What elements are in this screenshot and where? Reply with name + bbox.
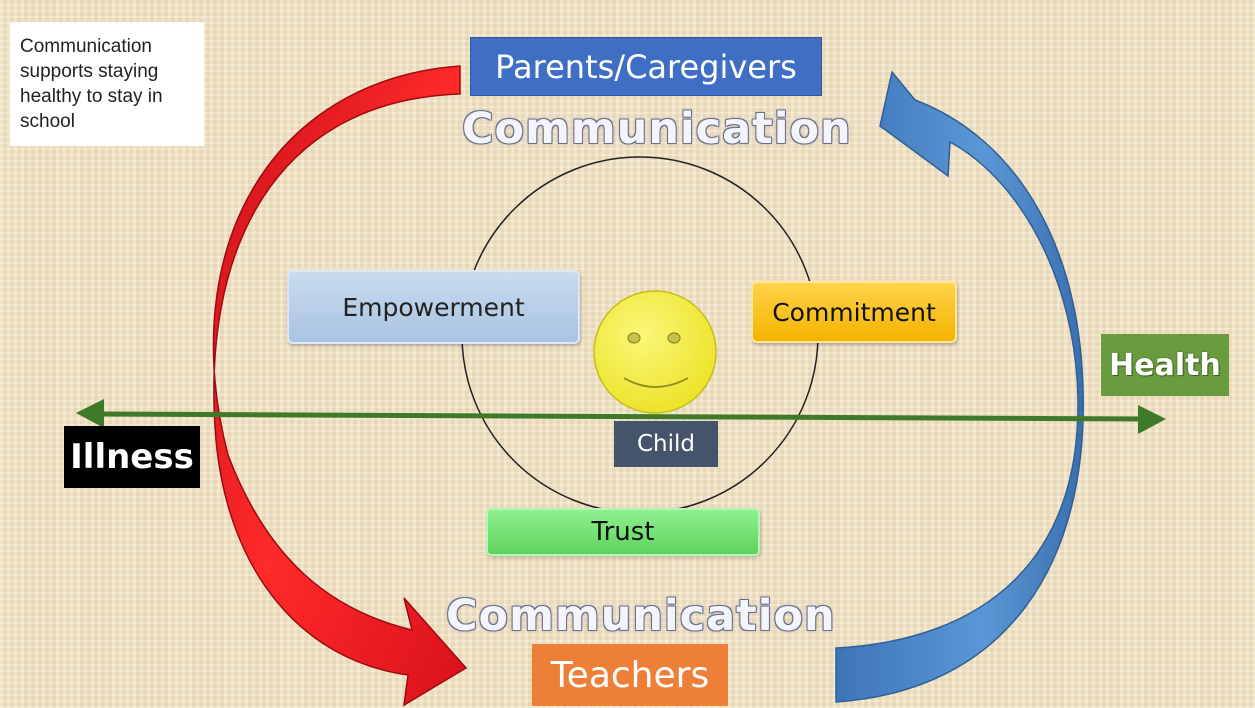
note-line: supports staying bbox=[20, 61, 159, 82]
illness-label: Illness bbox=[64, 426, 200, 488]
double-headed-arrow-icon bbox=[76, 399, 1166, 434]
note-line: healthy to stay in bbox=[20, 86, 163, 107]
teachers-label: Teachers bbox=[532, 644, 728, 706]
red-curved-arrow-icon bbox=[212, 65, 468, 707]
child-label: Child bbox=[614, 421, 718, 467]
note-box: Communication supports staying healthy t… bbox=[10, 22, 204, 146]
note-line: school bbox=[20, 111, 75, 132]
parents-caregivers-label: Parents/Caregivers bbox=[470, 37, 822, 96]
smiley-face-icon bbox=[593, 290, 717, 414]
blue-curved-arrow-icon bbox=[835, 70, 1084, 703]
health-label: Health bbox=[1101, 334, 1229, 396]
communication-top-text: Communication bbox=[462, 104, 852, 154]
communication-bottom-text: Communication bbox=[446, 591, 836, 641]
trust-box: Trust bbox=[486, 508, 760, 556]
note-line: Communication bbox=[20, 36, 152, 57]
empowerment-box: Empowerment bbox=[287, 270, 580, 344]
commitment-box: Commitment bbox=[751, 281, 957, 343]
